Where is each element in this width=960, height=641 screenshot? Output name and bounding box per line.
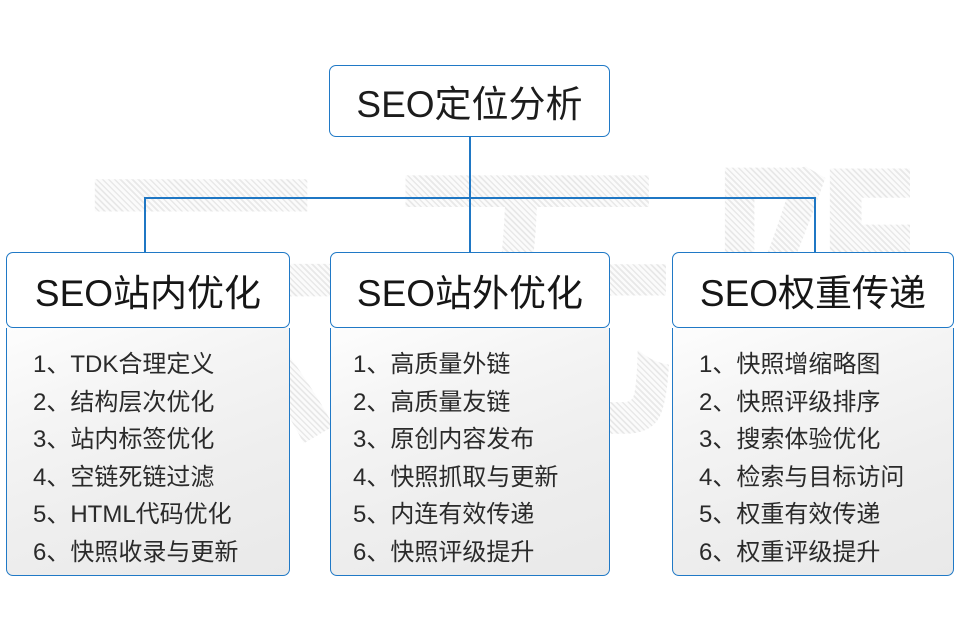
column-header-2[interactable]: SEO权重传递 bbox=[672, 252, 954, 328]
list-item[interactable]: 2、结构层次优化 bbox=[33, 388, 215, 416]
column-header-1[interactable]: SEO站外优化 bbox=[330, 252, 610, 328]
list-item[interactable]: 4、检索与目标访问 bbox=[699, 463, 905, 491]
connector-branch-right bbox=[814, 197, 816, 253]
root-node-label: SEO定位分析 bbox=[356, 84, 583, 125]
connector-branch-center bbox=[469, 197, 471, 253]
connector-root-stem bbox=[469, 136, 471, 198]
column-list-2: 1、快照增缩略图 2、快照评级排序 3、搜索体验优化 4、检索与目标访问 5、权… bbox=[673, 346, 953, 571]
list-item[interactable]: 5、权重有效传递 bbox=[699, 501, 881, 528]
column-body-1: 1、高质量外链 2、高质量友链 3、原创内容发布 4、快照抓取与更新 5、内连有… bbox=[330, 328, 610, 576]
list-item[interactable]: 5、HTML代码优化 bbox=[33, 501, 232, 528]
list-item[interactable]: 3、站内标签优化 bbox=[33, 426, 215, 453]
column-body-2: 1、快照增缩略图 2、快照评级排序 3、搜索体验优化 4、检索与目标访问 5、权… bbox=[672, 328, 954, 576]
column-seo-onsite: SEO站内优化 1、TDK合理定义 2、结构层次优化 3、站内标签优化 4、空链… bbox=[6, 252, 290, 576]
column-header-0[interactable]: SEO站内优化 bbox=[6, 252, 290, 328]
list-item[interactable]: 4、空链死链过滤 bbox=[33, 463, 215, 491]
list-item[interactable]: 1、高质量外链 bbox=[353, 351, 511, 378]
column-seo-offsite: SEO站外优化 1、高质量外链 2、高质量友链 3、原创内容发布 4、快照抓取与… bbox=[330, 252, 610, 576]
list-item[interactable]: 1、快照增缩略图 bbox=[699, 351, 881, 378]
list-item[interactable]: 3、搜索体验优化 bbox=[699, 426, 881, 453]
list-item[interactable]: 2、高质量友链 bbox=[353, 388, 511, 416]
column-header-label-0: SEO站内优化 bbox=[34, 273, 262, 314]
root-node[interactable]: SEO定位分析 bbox=[329, 65, 610, 137]
list-item[interactable]: 6、权重评级提升 bbox=[699, 538, 881, 566]
column-list-0: 1、TDK合理定义 2、结构层次优化 3、站内标签优化 4、空链死链过滤 5、H… bbox=[7, 346, 289, 571]
connector-branch-left bbox=[144, 197, 146, 253]
list-item[interactable]: 4、快照抓取与更新 bbox=[353, 463, 559, 491]
list-item[interactable]: 6、快照评级提升 bbox=[353, 538, 535, 566]
column-header-label-1: SEO站外优化 bbox=[356, 273, 584, 314]
column-list-1: 1、高质量外链 2、高质量友链 3、原创内容发布 4、快照抓取与更新 5、内连有… bbox=[331, 346, 609, 571]
list-item[interactable]: 1、TDK合理定义 bbox=[33, 351, 215, 378]
column-body-0: 1、TDK合理定义 2、结构层次优化 3、站内标签优化 4、空链死链过滤 5、H… bbox=[6, 328, 290, 576]
list-item[interactable]: 5、内连有效传递 bbox=[353, 501, 535, 528]
list-item[interactable]: 3、原创内容发布 bbox=[353, 426, 535, 453]
list-item[interactable]: 2、快照评级排序 bbox=[699, 388, 881, 416]
column-header-label-2: SEO权重传递 bbox=[699, 273, 927, 314]
list-item[interactable]: 6、快照收录与更新 bbox=[33, 538, 239, 566]
column-seo-weight: SEO权重传递 1、快照增缩略图 2、快照评级排序 3、搜索体验优化 4、检索与… bbox=[672, 252, 954, 576]
connector-horizontal-bus bbox=[144, 197, 815, 199]
